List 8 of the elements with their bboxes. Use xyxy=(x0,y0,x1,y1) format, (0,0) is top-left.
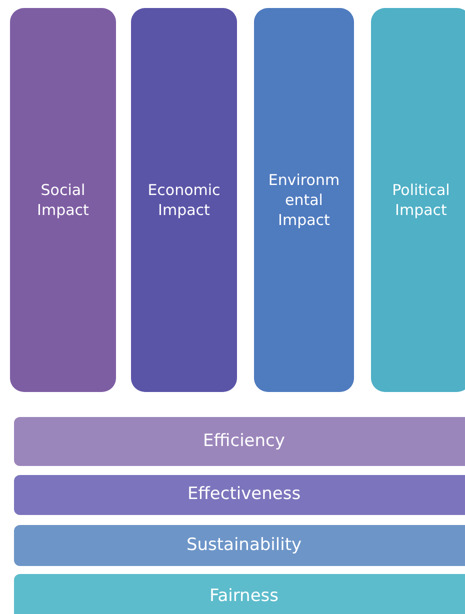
impact-pillar: Social Impact xyxy=(10,8,116,392)
impact-pillar: Political Impact xyxy=(371,8,465,392)
impact-pillar: Economic Impact xyxy=(131,8,237,392)
principle-bar: Fairness xyxy=(14,574,465,614)
impact-pillar: Environmental Impact xyxy=(254,8,354,392)
principle-bar: Sustainability xyxy=(14,525,465,566)
principle-bar: Effectiveness xyxy=(14,475,465,515)
principle-bar: Efficiency xyxy=(14,417,465,466)
